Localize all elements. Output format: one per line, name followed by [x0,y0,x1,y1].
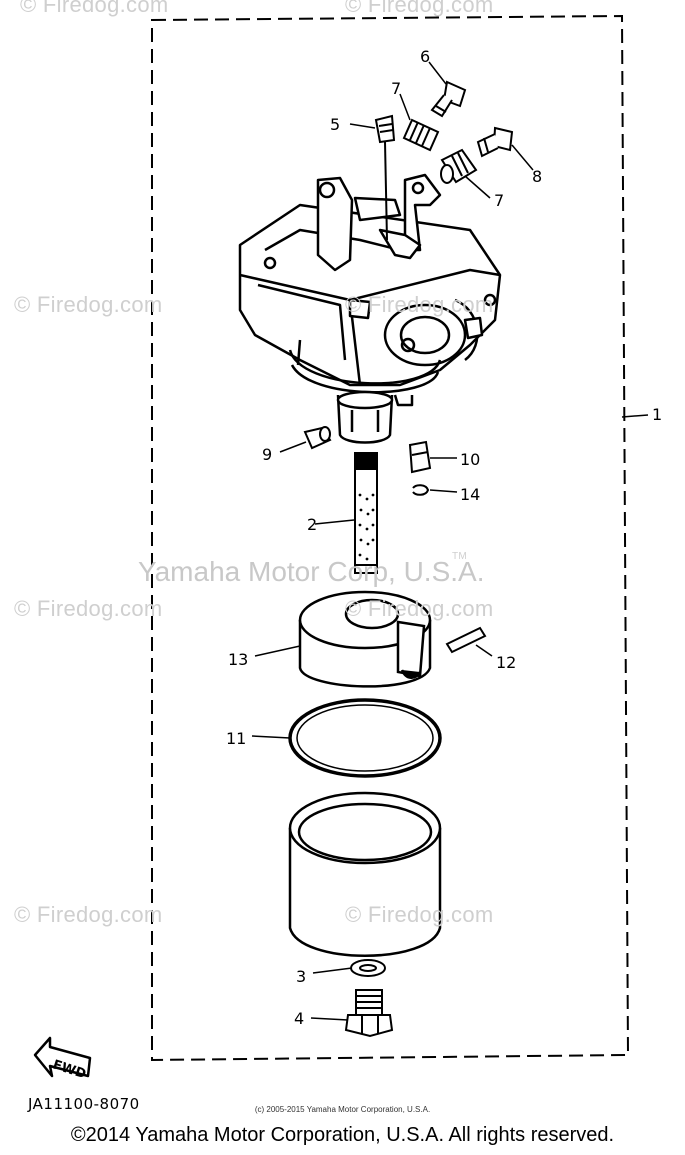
part-labels: 1 2 3 4 5 6 7 7 8 9 10 11 12 13 14 [226,47,662,1028]
part-9-plug-screw [303,426,332,450]
watermark-firedog: © Firedog.com [345,902,494,927]
assembly-dashed-border [151,14,630,1062]
part-14-clip [412,484,430,496]
part-label-1: 1 [652,405,662,424]
part-3-washer [350,959,386,977]
watermark-firedog: © Firedog.com [14,596,163,621]
part-label-3: 3 [296,967,306,986]
part-label-14: 14 [460,485,480,504]
watermark-firedog: © Firedog.com [14,292,163,317]
float-bowl [288,791,442,957]
part-7-spring-lower [440,148,478,184]
watermark-yamaha: Yamaha Motor Corp, U.S.A. [138,556,485,587]
part-label-2: 2 [307,515,317,534]
part-4-drain-bolt [344,989,394,1038]
part-label-8: 8 [532,167,542,186]
part-label-9: 9 [262,445,272,464]
small-copyright: (c) 2005-2015 Yamaha Motor Corporation, … [254,1105,431,1114]
part-2-emulsion-tube [354,452,378,574]
part-label-7-lower: 7 [494,191,504,210]
part-label-13: 13 [228,650,248,669]
watermark-firedog: © Firedog.com [345,596,494,621]
diagram-code: JA11100-8070 [28,1095,140,1113]
part-label-5: 5 [330,115,340,134]
part-7-spring-upper [402,118,440,152]
watermark-tm: TM [452,551,468,562]
part-label-10: 10 [460,450,480,469]
part-11-gasket [288,698,442,778]
watermark-firedog: © Firedog.com [20,0,169,17]
part-5-pilot-screw [374,114,396,241]
carburetor-body [238,173,502,444]
part-13-float [298,590,432,688]
fwd-arrow-icon: FWD [33,1036,92,1082]
footer-copyright: ©2014 Yamaha Motor Corporation, U.S.A. A… [70,1124,615,1146]
part-label-4: 4 [294,1009,304,1028]
part-label-7-upper: 7 [391,79,401,98]
watermark-firedog: © Firedog.com [345,292,494,317]
part-label-11: 11 [226,729,246,748]
watermark-firedog: © Firedog.com [14,902,163,927]
part-12-float-pin [445,626,487,654]
part-6-screw [430,80,467,118]
part-10-main-jet [408,440,432,474]
part-label-12: 12 [496,653,516,672]
part-8-throttle-stop-screw [476,126,514,158]
part-label-6: 6 [420,47,430,66]
leader-lines [251,61,649,1021]
watermark-firedog: © Firedog.com [345,0,494,17]
